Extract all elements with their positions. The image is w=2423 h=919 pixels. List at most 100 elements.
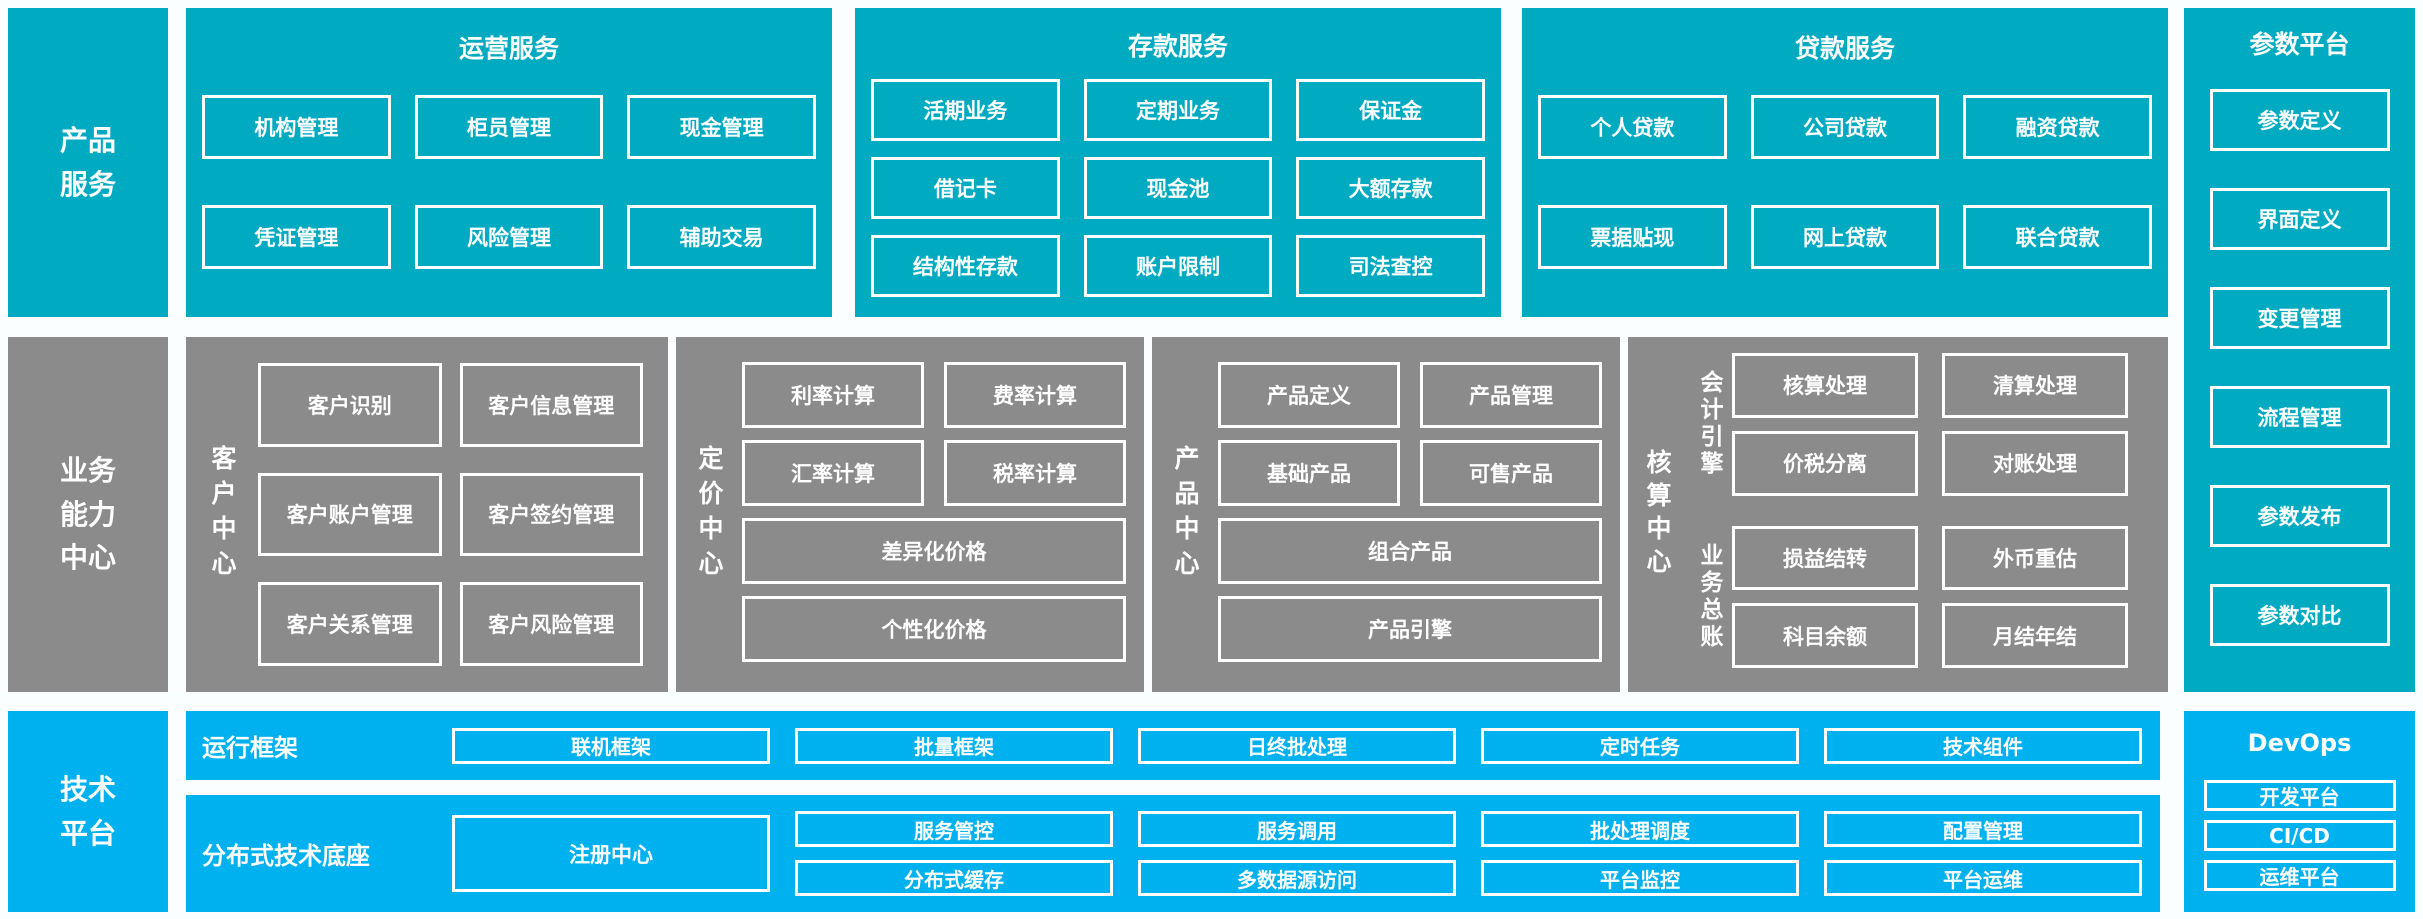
module-box: 变更管理 xyxy=(2209,287,2390,349)
module-box: 现金池 xyxy=(1083,157,1273,219)
module-box: 损益结转 xyxy=(1732,525,1918,591)
module-box: 联机框架 xyxy=(452,727,770,764)
module-box: 定时任务 xyxy=(1481,727,1799,764)
box-grid: 机构管理 柜员管理 现金管理 凭证管理 风险管理 辅助交易 xyxy=(202,95,816,269)
box-column: 开发平台 CI/CD 运维平台 xyxy=(2184,780,2415,891)
module-box: 平台监控 xyxy=(1481,860,1799,896)
box-pair: 批处理调度 平台监控 xyxy=(1481,811,1799,896)
module-box: 个性化价格 xyxy=(742,596,1126,662)
box-grid: 损益结转 外币重估 科目余额 月结年结 xyxy=(1732,525,2128,668)
group-vertical-label: 会计引擎 xyxy=(1696,370,1722,479)
module-box: 开发平台 xyxy=(2203,780,2396,811)
module-box: 产品定义 xyxy=(1218,362,1400,428)
panel-loan-services: 贷款服务 个人贷款 公司贷款 融资贷款 票据贴现 网上贷款 联合贷款 xyxy=(1522,8,2168,317)
module-box: 组合产品 xyxy=(1218,518,1602,584)
box-pair: 配置管理 平台运维 xyxy=(1824,811,2142,896)
module-box: 客户风险管理 xyxy=(459,582,643,666)
module-box: 票据贴现 xyxy=(1538,205,1727,269)
module-box: 客户信息管理 xyxy=(459,363,643,447)
panel-product-center: 产品中心 产品定义 产品管理 基础产品 可售产品 组合产品 产品引擎 xyxy=(1152,337,1620,692)
module-box: 基础产品 xyxy=(1218,440,1400,506)
module-box: 利率计算 xyxy=(742,362,924,428)
box-grid: 客户识别 客户信息管理 客户账户管理 客户签约管理 客户关系管理 客户风险管理 xyxy=(258,363,643,666)
module-box: 司法查控 xyxy=(1296,235,1485,297)
panel-pricing-center: 定价中心 利率计算 费率计算 汇率计算 税率计算 差异化价格 个性化价格 xyxy=(676,337,1144,692)
module-box: 清算处理 xyxy=(1942,353,2128,418)
module-box: 辅助交易 xyxy=(627,205,816,269)
module-box: 柜员管理 xyxy=(414,95,604,159)
panel-customer-center: 客户中心 客户识别 客户信息管理 客户账户管理 客户签约管理 客户关系管理 客户… xyxy=(186,337,668,692)
module-box: 科目余额 xyxy=(1732,603,1918,668)
module-box: 保证金 xyxy=(1296,79,1485,141)
box-column: 参数定义 界面定义 变更管理 流程管理 参数发布 参数对比 xyxy=(2184,89,2415,646)
module-box: 服务调用 xyxy=(1138,811,1456,847)
box-row: 联机框架 批量框架 日终批处理 定时任务 技术组件 xyxy=(452,727,2142,764)
row-label-business-capability: 业务 能力 中心 xyxy=(8,337,168,692)
panel-title: 运营服务 xyxy=(458,34,559,63)
module-box: 可售产品 xyxy=(1420,440,1602,506)
box-grid: 个人贷款 公司贷款 融资贷款 票据贴现 网上贷款 联合贷款 xyxy=(1538,95,2152,269)
bar-runtime-framework: 运行框架 联机框架 批量框架 日终批处理 定时任务 技术组件 xyxy=(186,711,2160,780)
row-label-product-services: 产品 服务 xyxy=(8,8,168,317)
panel-vertical-label: 定价中心 xyxy=(695,444,724,585)
module-box: 公司贷款 xyxy=(1750,95,1940,159)
module-box: 日终批处理 xyxy=(1138,727,1456,764)
accounting-groups: 会计引擎 核算处理 清算处理 价税分离 对账处理 业务总账 损益结转 外币重估 … xyxy=(1686,353,2128,668)
module-box: 产品管理 xyxy=(1420,362,1602,428)
module-box: 大额存款 xyxy=(1296,157,1485,219)
box-pair: 服务管控 分布式缓存 xyxy=(795,811,1113,896)
module-box: 客户账户管理 xyxy=(258,472,442,557)
module-box: 汇率计算 xyxy=(742,440,924,506)
module-box: 批量框架 xyxy=(795,727,1113,764)
module-box: 活期业务 xyxy=(871,79,1060,141)
module-box: CI/CD xyxy=(2203,820,2396,851)
module-box: 流程管理 xyxy=(2209,386,2390,448)
module-box: 界面定义 xyxy=(2209,188,2390,250)
module-box: 平台运维 xyxy=(1824,860,2142,896)
panel-title: 参数平台 xyxy=(2249,30,2350,59)
box-grid: 利率计算 费率计算 汇率计算 税率计算 差异化价格 个性化价格 xyxy=(742,362,1126,692)
registry-center-box: 注册中心 xyxy=(452,815,770,892)
panel-vertical-label: 核算中心 xyxy=(1643,448,1672,581)
module-box: 产品引擎 xyxy=(1218,596,1602,662)
row-label-tech-platform: 技术 平台 xyxy=(8,711,168,912)
module-box: 参数对比 xyxy=(2209,584,2390,646)
module-box: 网上贷款 xyxy=(1750,205,1940,269)
module-box: 客户关系管理 xyxy=(258,582,442,666)
module-box: 配置管理 xyxy=(1824,811,2142,847)
module-box: 机构管理 xyxy=(202,95,391,159)
accounting-group-ledger: 业务总账 损益结转 外币重估 科目余额 月结年结 xyxy=(1686,525,2128,668)
module-box: 差异化价格 xyxy=(742,518,1126,584)
panel-accounting-center: 核算中心 会计引擎 核算处理 清算处理 价税分离 对账处理 业务总账 损益结转 … xyxy=(1628,337,2168,692)
panel-title: 贷款服务 xyxy=(1794,34,1895,63)
module-box: 外币重估 xyxy=(1942,525,2128,591)
module-box: 价税分离 xyxy=(1732,430,1918,496)
module-box: 费率计算 xyxy=(944,362,1126,428)
panel-vertical-label: 客户中心 xyxy=(208,444,237,585)
module-box: 运维平台 xyxy=(2203,860,2396,891)
module-box: 客户识别 xyxy=(258,363,442,447)
bar-label: 运行框架 xyxy=(202,734,298,762)
module-box: 联合贷款 xyxy=(1963,205,2152,269)
bar-distributed-base: 分布式技术底座 注册中心 服务管控 分布式缓存 服务调用 多数据源访问 批处理调… xyxy=(186,795,2160,912)
bar-label: 分布式技术底座 xyxy=(202,842,370,870)
box-grid: 活期业务 定期业务 保证金 借记卡 现金池 大额存款 结构性存款 账户限制 司法… xyxy=(871,79,1485,297)
module-box: 风险管理 xyxy=(414,205,604,269)
module-box: 核算处理 xyxy=(1732,353,1918,418)
module-box: 结构性存款 xyxy=(871,235,1060,297)
panel-operation-services: 运营服务 机构管理 柜员管理 现金管理 凭证管理 风险管理 辅助交易 xyxy=(186,8,832,317)
module-box: 客户签约管理 xyxy=(459,472,643,557)
panel-title: DevOps xyxy=(2247,729,2352,757)
module-box: 多数据源访问 xyxy=(1138,860,1456,896)
module-box: 融资贷款 xyxy=(1963,95,2152,159)
module-box: 服务管控 xyxy=(795,811,1113,847)
module-box: 账户限制 xyxy=(1083,235,1273,297)
module-box: 个人贷款 xyxy=(1538,95,1727,159)
module-box: 税率计算 xyxy=(944,440,1126,506)
module-box: 借记卡 xyxy=(871,157,1060,219)
panel-parameter-platform: 参数平台 参数定义 界面定义 变更管理 流程管理 参数发布 参数对比 xyxy=(2184,8,2415,692)
panel-devops: DevOps 开发平台 CI/CD 运维平台 xyxy=(2184,711,2415,912)
module-box: 对账处理 xyxy=(1942,430,2128,496)
box-grid: 产品定义 产品管理 基础产品 可售产品 组合产品 产品引擎 xyxy=(1218,362,1602,692)
